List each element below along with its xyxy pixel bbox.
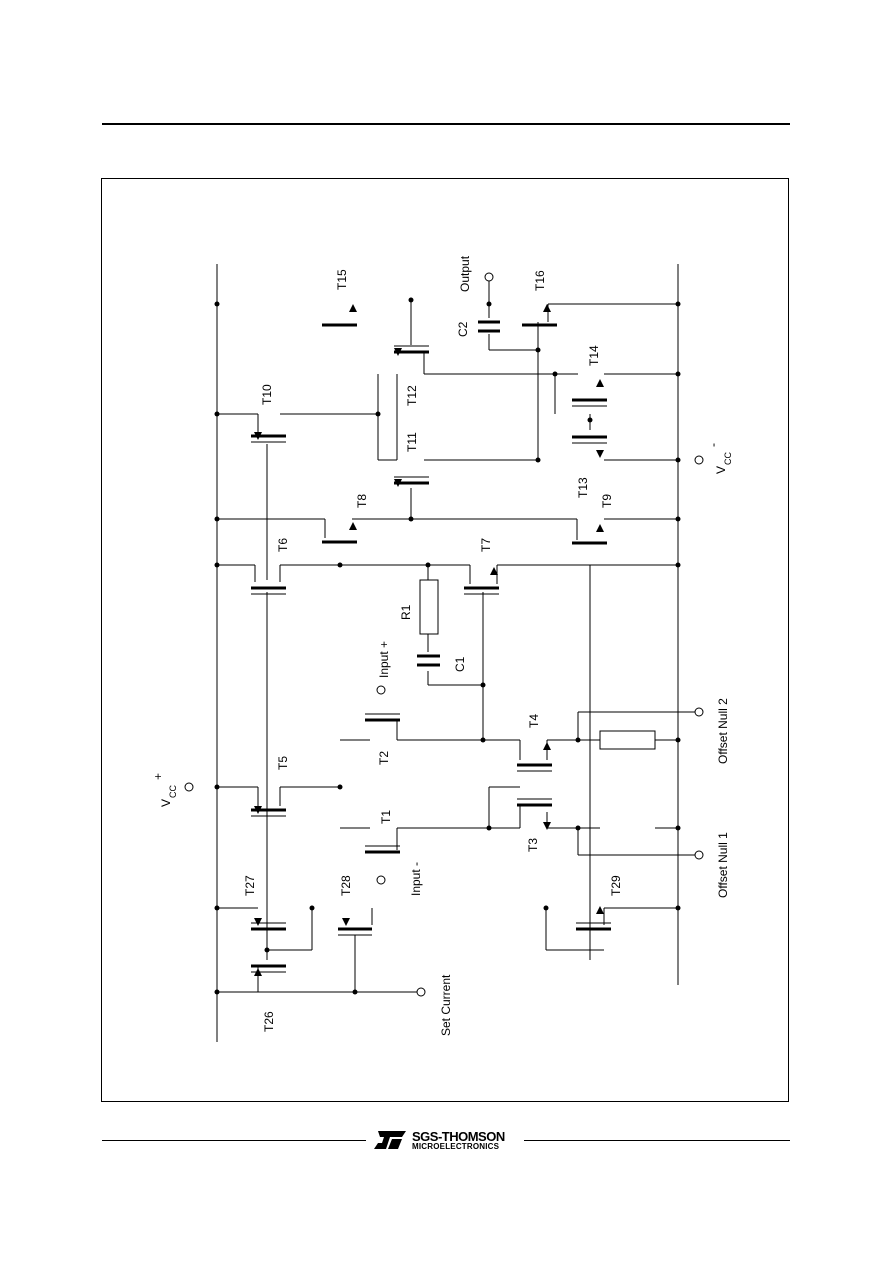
footer-rule-left — [102, 1140, 366, 1141]
brand-name: SGS-THOMSON — [412, 1128, 505, 1144]
label-t29: T29 — [609, 875, 623, 896]
label-t13: T13 — [576, 477, 590, 498]
label-vcc-plus-sub: CC — [168, 785, 178, 798]
label-t10: T10 — [260, 384, 274, 405]
label-r1: R1 — [399, 604, 413, 620]
header-rule — [102, 123, 790, 125]
brand-subtitle: MICROELECTRONICS — [412, 1141, 500, 1151]
label-vcc-minus-v: V — [714, 466, 728, 474]
label-t28: T28 — [339, 875, 353, 896]
label-t26: T26 — [262, 1011, 276, 1032]
label-t14: T14 — [587, 345, 601, 366]
st-logo-icon — [374, 1131, 406, 1149]
footer-rule-right — [524, 1140, 790, 1141]
label-vcc-plus-sign: + — [151, 773, 165, 780]
label-t16: T16 — [533, 270, 547, 291]
label-t7: T7 — [479, 538, 493, 552]
label-t2: T2 — [377, 751, 391, 765]
label-set-current: Set Current — [439, 974, 453, 1036]
label-t5: T5 — [276, 756, 290, 770]
label-t9: T9 — [600, 494, 614, 508]
label-vcc-minus-sign: - — [706, 443, 720, 447]
label-c2: C2 — [456, 321, 470, 337]
label-vcc-minus-sub: CC — [723, 452, 733, 465]
label-t6: T6 — [276, 538, 290, 552]
label-t4: T4 — [527, 714, 541, 728]
label-c1: C1 — [453, 656, 467, 672]
label-input-plus: Input + — [377, 641, 391, 678]
schematic-frame — [101, 178, 789, 1102]
label-input-minus: Input - — [409, 862, 423, 896]
label-t3: T3 — [526, 838, 540, 852]
label-offset-null-1: Offset Null 1 — [716, 832, 730, 898]
label-vcc-plus-v: V — [159, 799, 173, 807]
label-t12: T12 — [405, 385, 419, 406]
company-logo: SGS-THOMSON MICROELECTRONICS — [372, 1129, 505, 1151]
label-t8: T8 — [355, 494, 369, 508]
label-t11: T11 — [405, 432, 419, 452]
label-t27: T27 — [243, 875, 257, 896]
label-t15: T15 — [335, 269, 349, 290]
label-t1: T1 — [379, 810, 393, 824]
label-output: Output — [458, 255, 472, 292]
label-offset-null-2: Offset Null 2 — [716, 698, 730, 764]
